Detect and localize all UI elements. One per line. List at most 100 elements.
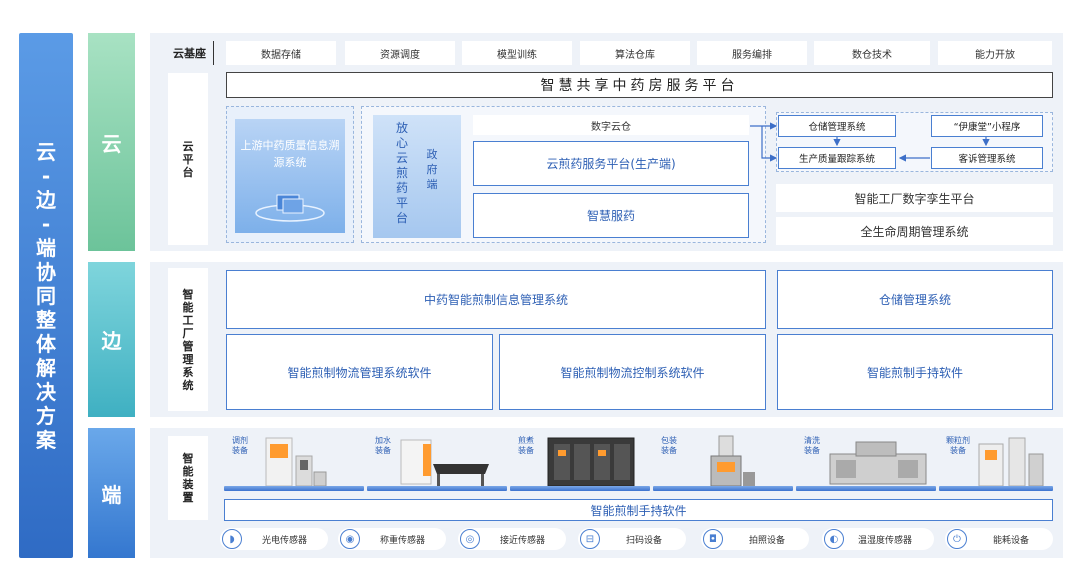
gov-char: 政 (426, 148, 438, 161)
device-label: 调剂装备 (228, 436, 252, 456)
fangxin-char: 放 (395, 121, 408, 135)
main-title-char: 体 (36, 331, 56, 356)
edge-label-char: 管 (182, 339, 194, 353)
weighing-icon: ◉ (340, 529, 360, 549)
edge-warehouse-text: 仓储管理系统 (878, 293, 951, 307)
warehouse-text: 仓储管理系统 (808, 122, 866, 133)
main-title-char: 云 (36, 139, 56, 164)
sensor-pill: ◐温湿度传感器 (822, 528, 934, 550)
end-handheld-text: 智能煎制手持软件 (590, 503, 687, 518)
digital-cloud-text: 数字云仓 (591, 121, 631, 133)
device-label-l1: 颗粒剂 (946, 436, 970, 445)
edge-label-char: 能 (182, 300, 194, 314)
end-label-char: 装 (182, 478, 194, 491)
upstream-container: 上游中药质量信息溯源系统 (226, 106, 354, 243)
info-sys-box: 中药智能煎制信息管理系统 (226, 270, 766, 329)
sensor-label: 称重传感器 (380, 535, 426, 546)
base-item-text: 服务编排 (732, 49, 772, 61)
fangxin-text: 放心云煎药平台 (393, 121, 411, 226)
end-handheld-box: 智能煎制手持软件 (224, 499, 1053, 521)
device-base (224, 486, 364, 491)
main-title-char: 边 (36, 187, 56, 212)
device-granule: 颗粒剂装备 (941, 434, 1053, 494)
edge-label-char: 统 (182, 378, 194, 392)
smart-service-text: 智慧服药 (586, 209, 635, 223)
layer-end-label: 端 (88, 428, 135, 558)
main-title-char: 协 (36, 259, 56, 284)
main-title-char: 解 (36, 355, 56, 380)
main-title: 云-边-端协同整体解决方案 (36, 140, 56, 452)
device-clean: 清洗装备 (798, 434, 934, 494)
device-label-l2: 装备 (518, 446, 534, 455)
granule-machine-icon (978, 437, 1044, 487)
sensor-label: 能耗设备 (993, 535, 1030, 546)
edge-label-char: 厂 (182, 326, 194, 340)
twin-box: 智能工厂数字孪生平台 (776, 184, 1053, 212)
water-machine-icon (400, 439, 489, 486)
fangxin-char: 药 (395, 181, 408, 195)
base-item-text: 模型训练 (497, 49, 537, 61)
yikang-box: “伊康堂”小程序 (931, 115, 1043, 137)
device-label: 包装装备 (657, 436, 681, 456)
edge-label: 智能工厂管理系统 (168, 268, 208, 411)
base-item-text: 数据存储 (261, 49, 301, 61)
edge-handheld-box: 智能煎制手持软件 (777, 334, 1053, 410)
edge-panel: 智能工厂管理系统 中药智能煎制信息管理系统 仓储管理系统 智能煎制物流管理系统软… (150, 262, 1063, 417)
cloud-base-label-text: 云基座 (173, 47, 206, 60)
device-label-l2: 装备 (950, 446, 966, 455)
sensor-pill: ◉ 称重传感器 (338, 528, 446, 550)
lifecycle-box: 全生命周期管理系统 (776, 217, 1053, 245)
device-label-l1: 加水 (375, 436, 391, 445)
cloud-platform-label-char: 云 (182, 139, 194, 153)
fangxin-char: 平 (395, 196, 408, 210)
energy-icon: ⏻ (947, 529, 967, 549)
layer-cloud-label: 云 (88, 33, 135, 251)
sensor-pill: ◗光电传感器 (220, 528, 328, 550)
upstream-text: 上游中药质量信息溯源系统 (240, 139, 340, 169)
base-item-text: 能力开放 (975, 49, 1015, 61)
cloud-panel: 云基座 数据存储 资源调度 模型训练 算法仓库 服务编排 数仓技术 能力开放 云… (150, 33, 1063, 251)
logistics-mgmt-text: 智能煎制物流管理系统软件 (287, 365, 432, 380)
device-label-l1: 煎煮 (518, 436, 534, 445)
edge-warehouse-box: 仓储管理系统 (777, 270, 1053, 329)
smart-service-box: 智慧服药 (473, 193, 749, 238)
edge-label-text: 智能工厂管理系统 (183, 288, 194, 392)
fangxin-container: 放心云煎药平台 政府端 数字云仓 云煎药服务平台(生产端) 智慧服药 (361, 106, 766, 243)
layer-edge-label: 边 (88, 262, 135, 417)
device-package: 包装装备 (655, 434, 791, 494)
fangxin-char: 云 (395, 151, 408, 165)
cloud-platform-label-char: 台 (182, 165, 194, 179)
upstream-card: 上游中药质量信息溯源系统 (235, 119, 345, 233)
cloud-platform-label: 云平台 (168, 73, 208, 245)
fangxin-char: 台 (395, 211, 408, 225)
base-item: 能力开放 (938, 41, 1052, 65)
gov-char: 端 (426, 178, 438, 191)
end-label-text: 智能装置 (183, 452, 194, 504)
device-label-l2: 装备 (375, 446, 391, 455)
lifecycle-text: 全生命周期管理系统 (860, 224, 969, 239)
base-item: 模型训练 (462, 41, 572, 65)
clean-machine-icon (829, 441, 927, 485)
complaint-text: 客诉管理系统 (958, 154, 1016, 165)
base-item: 服务编排 (697, 41, 807, 65)
decoct-machine-icon (547, 437, 635, 487)
layer-cloud-text: 云 (101, 131, 122, 156)
device-water: 加水装备 (369, 434, 505, 494)
device-base (939, 486, 1053, 491)
sensor-pill: ◘拍照设备 (701, 528, 809, 550)
logistics-ctrl-text: 智能煎制物流控制系统软件 (560, 365, 705, 380)
base-item-text: 数仓技术 (852, 49, 892, 61)
edge-label-char: 理 (182, 352, 194, 366)
sensor-label: 光电传感器 (262, 535, 308, 546)
end-panel: 智能装置 调剂装备 加水装备 煎煮装备 包装装备 (150, 428, 1063, 558)
proximity-icon: ◎ (460, 529, 480, 549)
end-label: 智能装置 (168, 436, 208, 520)
cloud-platform-label-text: 云平台 (183, 140, 194, 179)
warehouse-box: 仓储管理系统 (778, 115, 896, 137)
edge-label-char: 工 (182, 313, 194, 327)
main-title-char: - (41, 163, 51, 188)
base-item: 算法仓库 (580, 41, 690, 65)
sensor-label: 温湿度传感器 (858, 535, 913, 546)
base-item: 数仓技术 (814, 41, 930, 65)
device-base (796, 486, 936, 491)
